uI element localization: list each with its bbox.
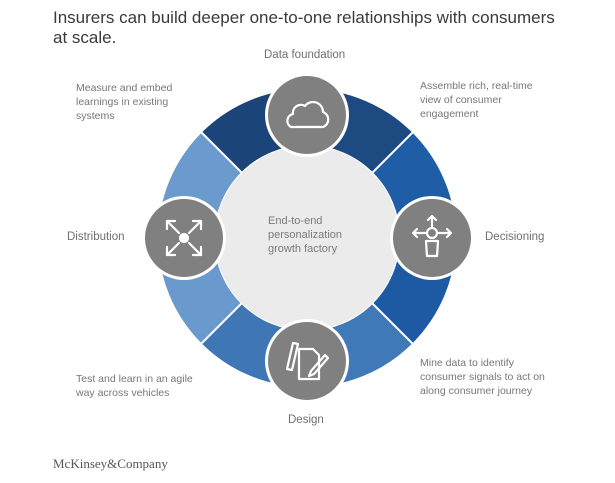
- ruler-pencil-document-icon: [285, 341, 330, 381]
- line: way across vehicles: [76, 387, 170, 399]
- line: learnings in existing: [76, 96, 169, 108]
- line: personalization: [268, 229, 342, 241]
- node-label-decisioning: Decisioning: [485, 231, 545, 243]
- mckinsey-logo: McKinsey&Company: [53, 456, 168, 471]
- node-circle: [268, 322, 346, 400]
- cloud-icon: [286, 100, 330, 129]
- line: Measure and embed: [76, 82, 173, 94]
- expand-arrows-icon: [165, 219, 203, 257]
- description-measure: Measure and embed learnings in existing …: [76, 81, 172, 123]
- node-label-distribution: Distribution: [67, 231, 125, 243]
- node-circle: [268, 76, 346, 154]
- description-test-learn: Test and learn in an agile way across ve…: [76, 372, 193, 400]
- line: Test and learn in an agile: [76, 373, 193, 385]
- diagram-title: Insurers can build deeper one-to-one rel…: [53, 8, 555, 47]
- line: along consumer journey: [420, 385, 533, 397]
- line: consumer signals to act on: [420, 371, 545, 383]
- line: systems: [76, 110, 115, 122]
- description-assemble: Assemble rich, real-time view of consume…: [420, 79, 533, 121]
- line: End-to-end: [268, 215, 323, 227]
- node-label-data-foundation: Data foundation: [264, 49, 346, 61]
- node-label-design: Design: [288, 414, 324, 426]
- line: engagement: [420, 108, 479, 120]
- line: growth factory: [268, 243, 338, 255]
- line: view of consumer: [420, 94, 502, 106]
- description-mine-data: Mine data to identify consumer signals t…: [420, 356, 545, 398]
- line: Mine data to identify: [420, 357, 514, 369]
- line: Assemble rich, real-time: [420, 80, 533, 92]
- person-arrows-icon: [411, 214, 453, 258]
- center-circle: [215, 146, 399, 330]
- center-text: End-to-end personalization growth factor…: [268, 214, 342, 256]
